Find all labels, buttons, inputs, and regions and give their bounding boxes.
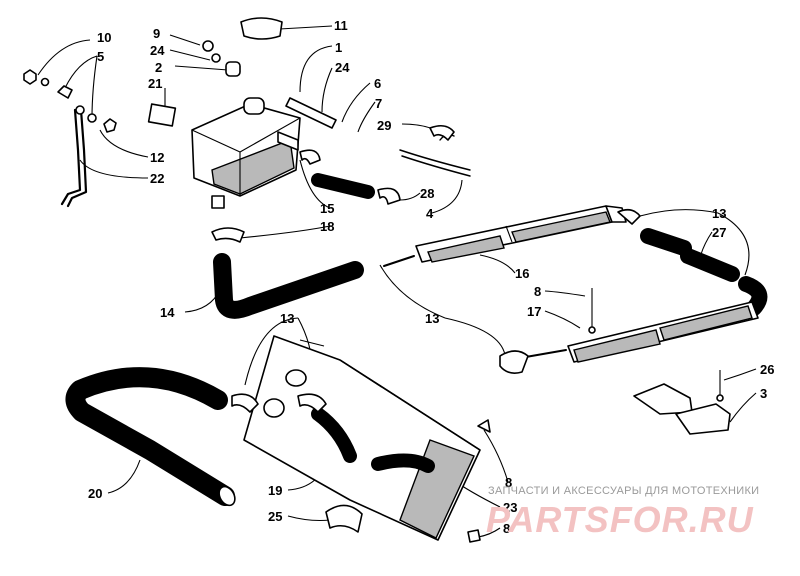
- hose-27: [640, 228, 768, 316]
- callout-9: 9: [153, 26, 160, 41]
- watermark-logo: PARTSFOR.RU: [486, 499, 754, 540]
- watermark-tagline: ЗАПЧАСТИ И АКСЕССУАРЫ ДЛЯ МОТОТЕХНИКИ: [488, 485, 759, 497]
- callout-8: 8: [505, 475, 512, 490]
- hose-14: [213, 253, 364, 319]
- callout-22: 22: [150, 171, 164, 186]
- callout-19: 19: [268, 483, 282, 498]
- callout-15: 15: [320, 201, 334, 216]
- callout-27: 27: [712, 225, 726, 240]
- callout-24: 24: [335, 60, 350, 75]
- callout-labels: 10 5 9 24 2 11 1 24 6 7 21 29 12 22 28 4…: [88, 18, 774, 536]
- callout-13: 13: [425, 311, 439, 326]
- overflow-hardware: [147, 17, 283, 127]
- upper-hoses: [211, 124, 471, 243]
- callout-6: 6: [374, 76, 381, 91]
- callout-26: 26: [760, 362, 774, 377]
- callout-20: 20: [88, 486, 102, 501]
- callout-29: 29: [377, 118, 391, 133]
- radiator-hoses: [231, 369, 491, 543]
- watermark: ЗАПЧАСТИ И АКСЕССУАРЫ ДЛЯ МОТОТЕХНИКИ PA…: [486, 485, 759, 540]
- callout-2: 2: [155, 60, 162, 75]
- mounting-bracket: [23, 69, 117, 208]
- callout-5: 5: [97, 49, 104, 64]
- mount-clip-3: [633, 370, 731, 435]
- callout-3: 3: [760, 386, 767, 401]
- radiator: [243, 335, 481, 541]
- callout-4: 4: [426, 206, 434, 221]
- callout-11: 11: [334, 18, 348, 33]
- hose-20: [65, 367, 236, 507]
- callout-13: 13: [712, 206, 726, 221]
- heat-exchanger-lower: [499, 288, 759, 374]
- callout-10: 10: [97, 30, 111, 45]
- callout-14: 14: [160, 305, 175, 320]
- callout-1: 1: [335, 40, 342, 55]
- callout-13: 13: [280, 311, 294, 326]
- callout-28: 28: [420, 186, 434, 201]
- heat-exchanger-upper: [383, 205, 641, 267]
- callout-16: 16: [515, 266, 529, 281]
- coolant-reservoir: [191, 97, 337, 209]
- callout-17: 17: [527, 304, 541, 319]
- callout-8: 8: [534, 284, 541, 299]
- callout-7: 7: [375, 96, 382, 111]
- callout-12: 12: [150, 150, 164, 165]
- callout-8: 8: [503, 521, 510, 536]
- callout-23: 23: [503, 500, 517, 515]
- callout-25: 25: [268, 509, 282, 524]
- callout-21: 21: [148, 76, 162, 91]
- callout-18: 18: [320, 219, 334, 234]
- callout-24: 24: [150, 43, 165, 58]
